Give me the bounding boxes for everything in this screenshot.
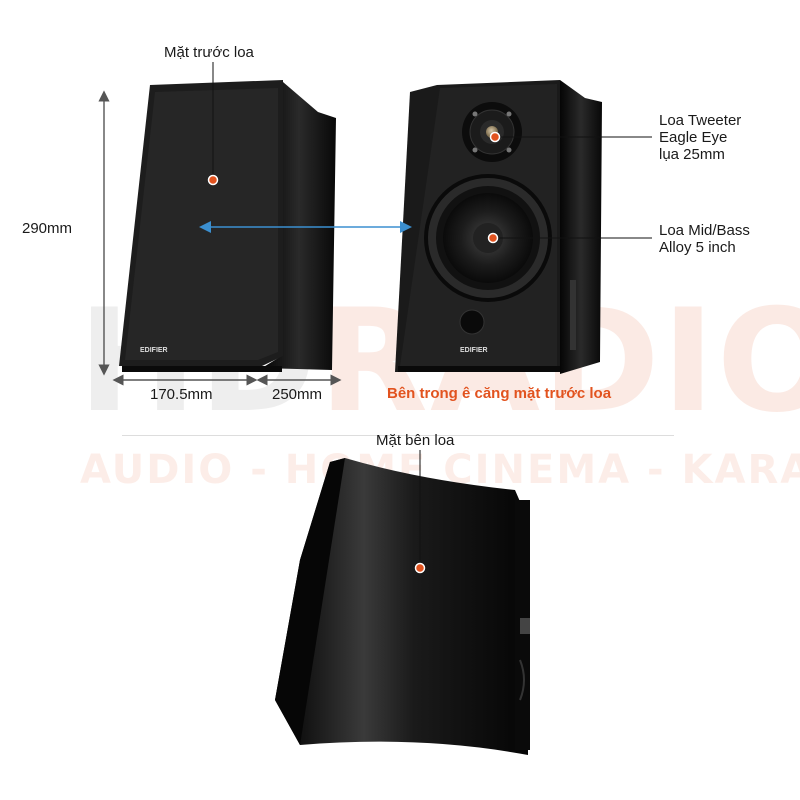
callout-midbass bbox=[487, 232, 652, 244]
front-face-label: Mặt trước loa bbox=[164, 44, 254, 61]
midbass-label: Loa Mid/Bass Alloy 5 inch bbox=[659, 222, 750, 256]
height-label: 290mm bbox=[22, 220, 73, 237]
tweeter-label-line-3: lụa 25mm bbox=[659, 146, 725, 163]
tweeter-label: Loa Tweeter Eagle Eye lụa 25mm bbox=[659, 112, 741, 163]
divider bbox=[122, 435, 674, 436]
width-label: 170.5mm bbox=[150, 386, 213, 403]
tweeter-label-line-1: Loa Tweeter bbox=[659, 112, 742, 129]
inside-caption: Bên trong ê căng mặt trước loa bbox=[387, 385, 612, 402]
midbass-label-line-1: Loa Mid/Bass bbox=[659, 222, 750, 239]
brand-logo-right: EDIFIER bbox=[460, 347, 488, 354]
depth-label: 250mm bbox=[272, 386, 323, 403]
callout-side bbox=[414, 450, 426, 574]
speaker-front-grille: EDIFIER bbox=[119, 80, 336, 372]
callout-tweeter bbox=[489, 131, 652, 143]
side-face-label: Mặt bên loa bbox=[376, 432, 455, 449]
speaker-front-open: EDIFIER bbox=[395, 80, 602, 374]
speaker-side-view bbox=[275, 458, 530, 755]
brand-logo-left: EDIFIER bbox=[140, 347, 168, 354]
tweeter-label-line-2: Eagle Eye bbox=[659, 129, 728, 146]
midbass-label-line-2: Alloy 5 inch bbox=[659, 239, 736, 256]
callout-front bbox=[207, 62, 219, 186]
